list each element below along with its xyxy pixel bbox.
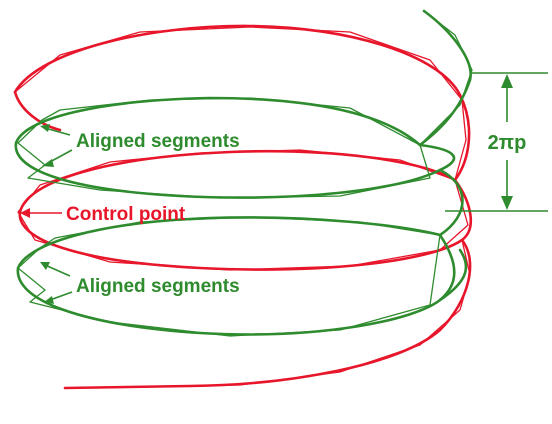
arrowhead-icon (44, 296, 54, 304)
arrowhead-icon (20, 208, 30, 218)
label-control-point: Control point (66, 204, 186, 225)
arrow-line (44, 264, 71, 277)
arrowhead-icon (40, 262, 50, 270)
green-helix-upper-loop (14, 96, 456, 199)
red-helix-left-arc-1 (13, 90, 62, 132)
label-pitch: 2πp (488, 132, 527, 154)
label-aligned-top: Aligned segments (76, 131, 240, 152)
arrowhead-icon (42, 159, 54, 167)
red-helix-middle-loop (18, 149, 472, 271)
arrowhead-icon (40, 124, 50, 132)
green-helix-top-tail (418, 9, 472, 147)
annotation-aligned-bottom: Aligned segments (40, 262, 240, 304)
green-helix (14, 9, 473, 337)
red-helix-middle-segments (17, 149, 469, 271)
red-helix-top-arc (13, 24, 471, 182)
red-helix (13, 24, 472, 390)
arrow-line (44, 127, 71, 136)
arrowhead-up-icon (501, 74, 513, 88)
red-helix-top-segments (14, 26, 467, 181)
pitch-dimension: 2πp (445, 72, 548, 212)
green-helix-bottom-tail (438, 248, 468, 302)
arrow-line (49, 291, 73, 301)
red-helix-lower-segments (64, 239, 471, 389)
annotation-aligned-top: Aligned segments (40, 124, 240, 167)
arrowhead-down-icon (501, 196, 513, 210)
label-aligned-bottom: Aligned segments (76, 276, 240, 297)
green-helix-upper-segments (17, 97, 431, 199)
green-helix-top-tail-segments (419, 10, 473, 146)
green-helix-lower-segments (17, 216, 441, 337)
green-helix-lower-loop (16, 168, 464, 336)
annotation-control-point: Control point (20, 204, 186, 225)
